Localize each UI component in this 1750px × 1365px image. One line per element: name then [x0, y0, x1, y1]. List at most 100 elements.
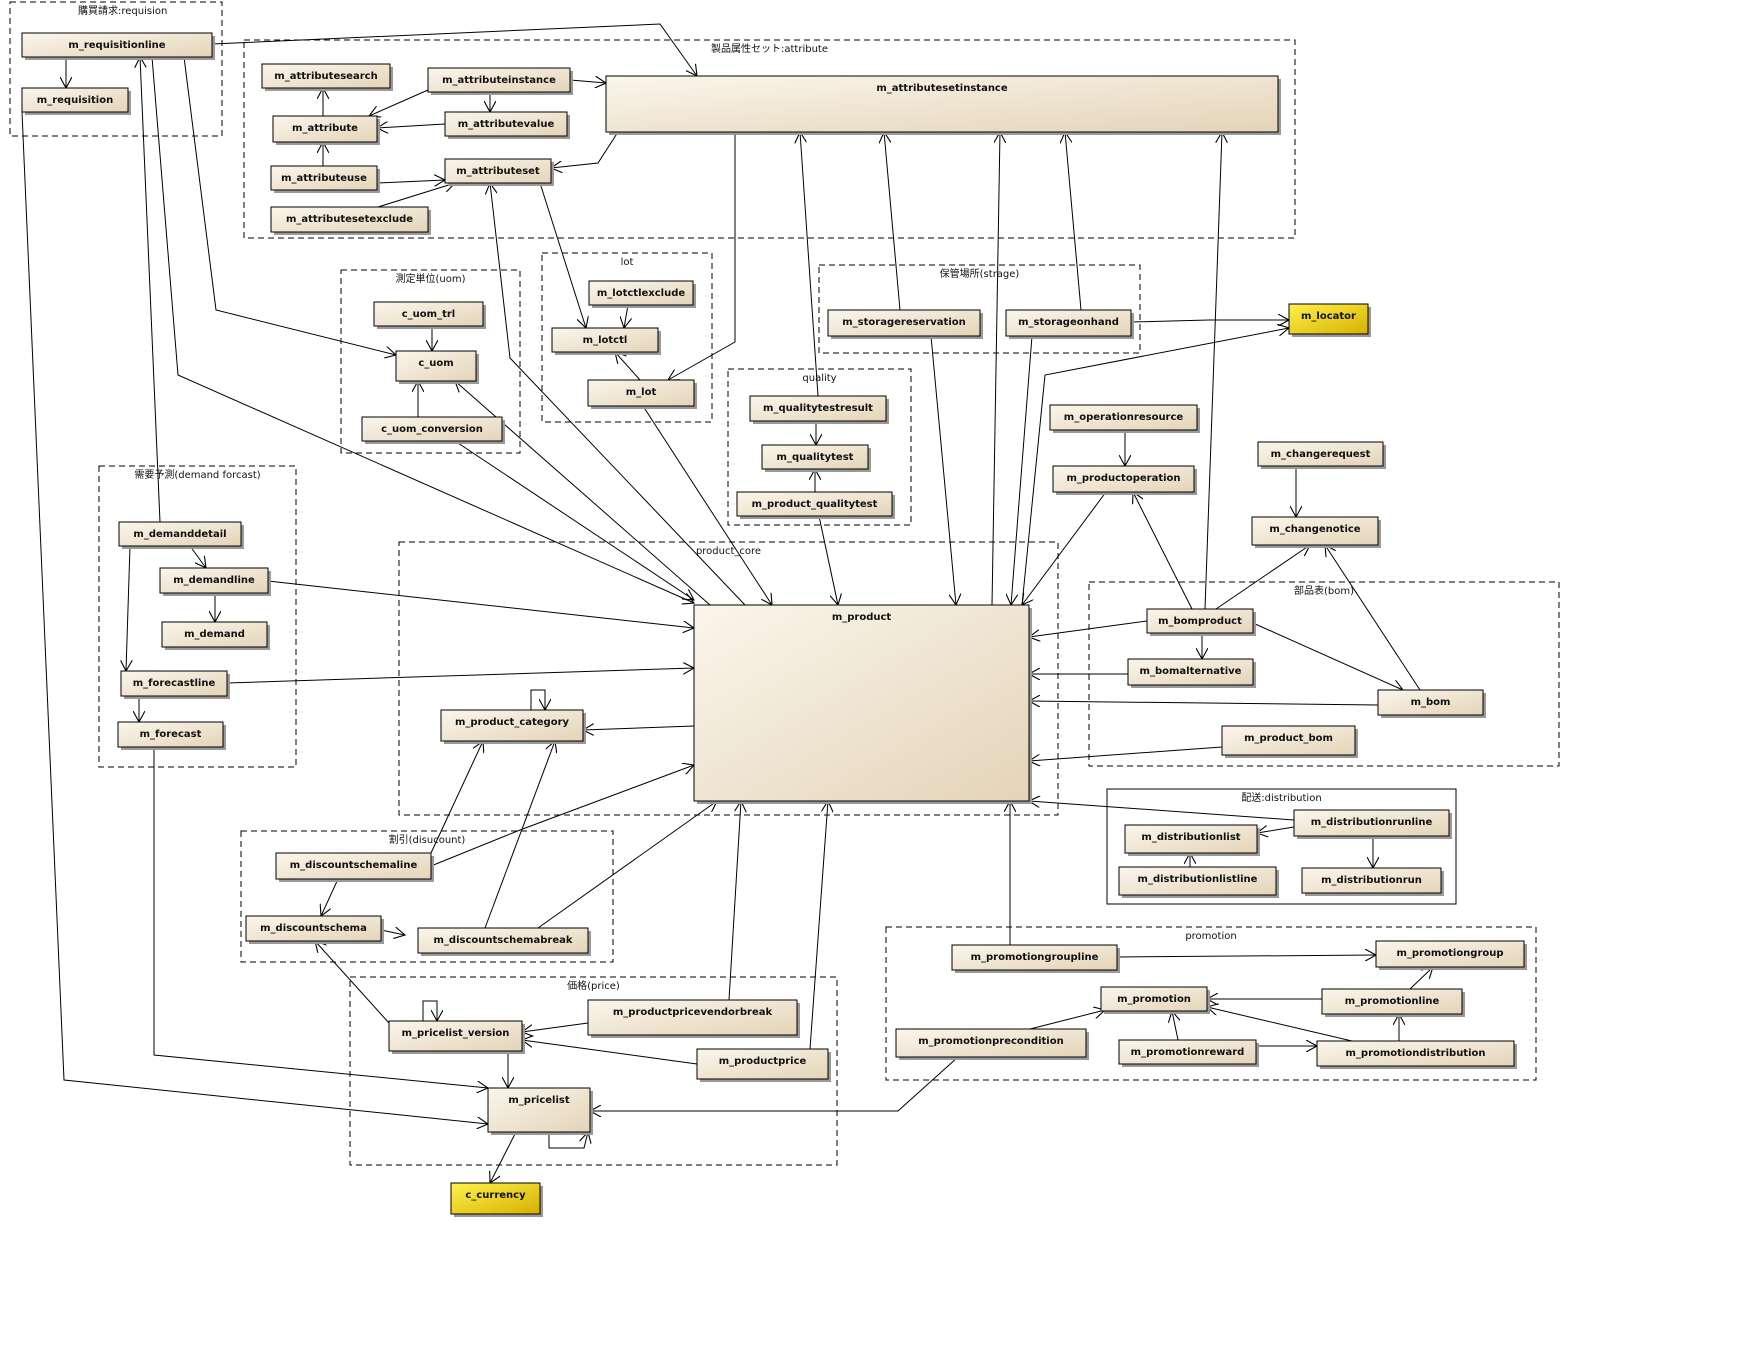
- entity-box: [427, 67, 571, 93]
- entity-m-pricelist[interactable]: m_pricelist: [487, 1087, 593, 1135]
- entity-m-qualitytestresult[interactable]: m_qualitytestresult: [749, 395, 889, 424]
- entity-m-lot[interactable]: m_lot: [587, 379, 697, 409]
- relation-m-demanddetail-to-m-forecastline: [189, 545, 206, 568]
- entity-m-promotiongroup[interactable]: m_promotiongroup: [1375, 940, 1527, 970]
- relation-m-bomproduct-to-m-productoperation: [1133, 492, 1193, 610]
- relation-m-storagereservation-to-m-product: [930, 335, 956, 605]
- entity-m-changenotice[interactable]: m_changenotice: [1251, 516, 1381, 548]
- entity-m-bom[interactable]: m_bom: [1377, 689, 1486, 718]
- entity-m-attribute[interactable]: m_attribute: [272, 115, 380, 145]
- entity-m-forecastline[interactable]: m_forecastline: [120, 670, 230, 699]
- entity-m-attributesetinstance[interactable]: m_attributesetinstance: [605, 75, 1281, 135]
- entity-m-attributevalue[interactable]: m_attributevalue: [444, 111, 570, 139]
- entity-m-pricelist-version[interactable]: m_pricelist_version: [388, 1020, 525, 1054]
- entity-c-uom-conversion[interactable]: c_uom_conversion: [361, 416, 505, 444]
- entity-box: [161, 621, 268, 648]
- entity-m-attributeuse[interactable]: m_attributeuse: [270, 165, 380, 193]
- entity-m-requisitionline[interactable]: m_requisitionline: [21, 32, 215, 60]
- entity-m-attributesearch[interactable]: m_attributesearch: [261, 63, 393, 91]
- entity-m-distributionrunline[interactable]: m_distributionrunline: [1293, 809, 1452, 839]
- entity-label: m_forecastline: [133, 678, 216, 689]
- entity-c-uom[interactable]: c_uom: [395, 350, 479, 384]
- entity-label: m_promotion: [1117, 994, 1191, 1005]
- package-frame: [727, 368, 912, 526]
- entity-m-bomproduct[interactable]: m_bomproduct: [1146, 608, 1256, 636]
- entity-box: [736, 491, 893, 517]
- entity-label: m_discountschema: [260, 923, 367, 934]
- entity-m-forecast[interactable]: m_forecast: [117, 721, 226, 750]
- entity-m-requisition[interactable]: m_requisition: [21, 87, 131, 115]
- entity-m-promotionline[interactable]: m_promotionline: [1321, 988, 1465, 1017]
- entity-box: [761, 444, 869, 470]
- relation-m-product-to-m-attributesetinstance: [991, 132, 1000, 606]
- entity-box: [21, 32, 213, 58]
- entity-box: [1146, 608, 1254, 634]
- entity-m-promotiongroupline[interactable]: m_promotiongroupline: [951, 944, 1120, 973]
- entity-m-attributeset[interactable]: m_attributeset: [444, 158, 554, 186]
- entity-m-lotctlexclude[interactable]: m_lotctlexclude: [588, 280, 696, 308]
- entity-m-discountschemaline[interactable]: m_discountschemaline: [275, 852, 434, 882]
- entity-m-distributionlist[interactable]: m_distributionlist: [1124, 824, 1260, 856]
- entity-label: m_bomalternative: [1140, 666, 1242, 677]
- package-frame: [9, 1, 223, 137]
- relation-m-attributeuse-to-m-attributeset: [376, 180, 445, 183]
- entity-m-storagereservation[interactable]: m_storagereservation: [827, 309, 983, 339]
- relation-m-product-to-c-uom: [455, 381, 711, 606]
- package-label: 製品属性セット:attribute: [711, 42, 828, 55]
- entity-label: m_lotctl: [583, 335, 628, 346]
- entity-m-distributionlistline[interactable]: m_distributionlistline: [1118, 866, 1279, 898]
- entity-m-attributesetexclude[interactable]: m_attributesetexclude: [270, 206, 431, 235]
- relation-m-attributeset-to-m-lotctl: [539, 182, 586, 328]
- relation-m-discountschemabreak-to-m-product-category: [484, 741, 555, 929]
- entity-m-productpricevendorbreak[interactable]: m_productpricevendorbreak: [587, 999, 800, 1038]
- entity-m-locator[interactable]: m_locator: [1288, 303, 1371, 337]
- relation-m-forecastline-to-m-product: [226, 668, 694, 684]
- entity-m-storageonhand[interactable]: m_storageonhand: [1005, 309, 1134, 339]
- package-label: 需要予測(demand forcast): [134, 468, 260, 481]
- entity-m-demanddetail[interactable]: m_demanddetail: [118, 521, 244, 549]
- package-frame: [240, 830, 614, 963]
- entity-c-currency[interactable]: c_currency: [450, 1182, 543, 1217]
- entity-m-operationresource[interactable]: m_operationresource: [1049, 404, 1200, 433]
- entity-m-qualitytest[interactable]: m_qualitytest: [761, 444, 871, 472]
- entity-label: m_productpricevendorbreak: [613, 1007, 773, 1018]
- entity-m-bomalternative[interactable]: m_bomalternative: [1127, 658, 1256, 688]
- entity-m-attributeinstance[interactable]: m_attributeinstance: [427, 67, 573, 95]
- entity-box: [117, 721, 224, 748]
- relation-m-promotiongroupline-to-m-promotiongroup: [1116, 955, 1376, 957]
- entity-m-product-category[interactable]: m_product_category: [440, 709, 586, 744]
- entity-m-product[interactable]: m_product: [693, 604, 1032, 804]
- entity-label: m_distributionlist: [1141, 832, 1240, 843]
- entity-c-uom-trl[interactable]: c_uom_trl: [373, 301, 486, 329]
- relation-m-productpricevendorbreak-to-m-product: [728, 801, 741, 1001]
- entity-m-changerequest[interactable]: m_changerequest: [1257, 441, 1386, 469]
- entity-m-productprice[interactable]: m_productprice: [696, 1048, 831, 1082]
- package-distribution: 配送:distribution: [1106, 788, 1457, 905]
- entity-label: m_demand: [184, 629, 245, 640]
- entity-label: m_lotctlexclude: [597, 288, 685, 299]
- entity-m-product-qualitytest[interactable]: m_product_qualitytest: [736, 491, 895, 519]
- entity-m-demand[interactable]: m_demand: [161, 621, 270, 650]
- entity-m-distributionrun[interactable]: m_distributionrun: [1301, 867, 1444, 896]
- entity-label: m_product: [832, 612, 892, 623]
- entity-box: [1221, 725, 1356, 756]
- relation-m-bom-to-m-changenotice: [1325, 545, 1421, 691]
- entity-m-productoperation[interactable]: m_productoperation: [1052, 465, 1197, 495]
- entity-m-demandline[interactable]: m_demandline: [159, 567, 271, 596]
- entity-m-promotionprecondition[interactable]: m_promotionprecondition: [895, 1028, 1089, 1060]
- relation-m-promotionline-to-m-promotiongroup: [1409, 967, 1433, 990]
- entity-label: c_currency: [465, 1190, 526, 1201]
- entity-m-discountschemabreak[interactable]: m_discountschemabreak: [417, 927, 591, 956]
- entity-m-promotiondistribution[interactable]: m_promotiondistribution: [1316, 1040, 1517, 1069]
- entity-m-product-bom[interactable]: m_product_bom: [1221, 725, 1358, 758]
- entity-label: m_pricelist_version: [402, 1028, 510, 1039]
- entity-box: [245, 915, 382, 942]
- entity-m-promotion[interactable]: m_promotion: [1100, 986, 1210, 1014]
- relation-m-productoperation-to-m-product: [1022, 491, 1107, 605]
- entity-m-discountschema[interactable]: m_discountschema: [245, 915, 384, 944]
- relation-m-forecast-to-m-pricelist: [153, 747, 488, 1088]
- entity-box: [1005, 309, 1132, 337]
- entity-m-promotionreward[interactable]: m_promotionreward: [1118, 1039, 1259, 1067]
- entity-m-lotctl[interactable]: m_lotctl: [551, 327, 661, 355]
- entity-box: [1127, 658, 1254, 686]
